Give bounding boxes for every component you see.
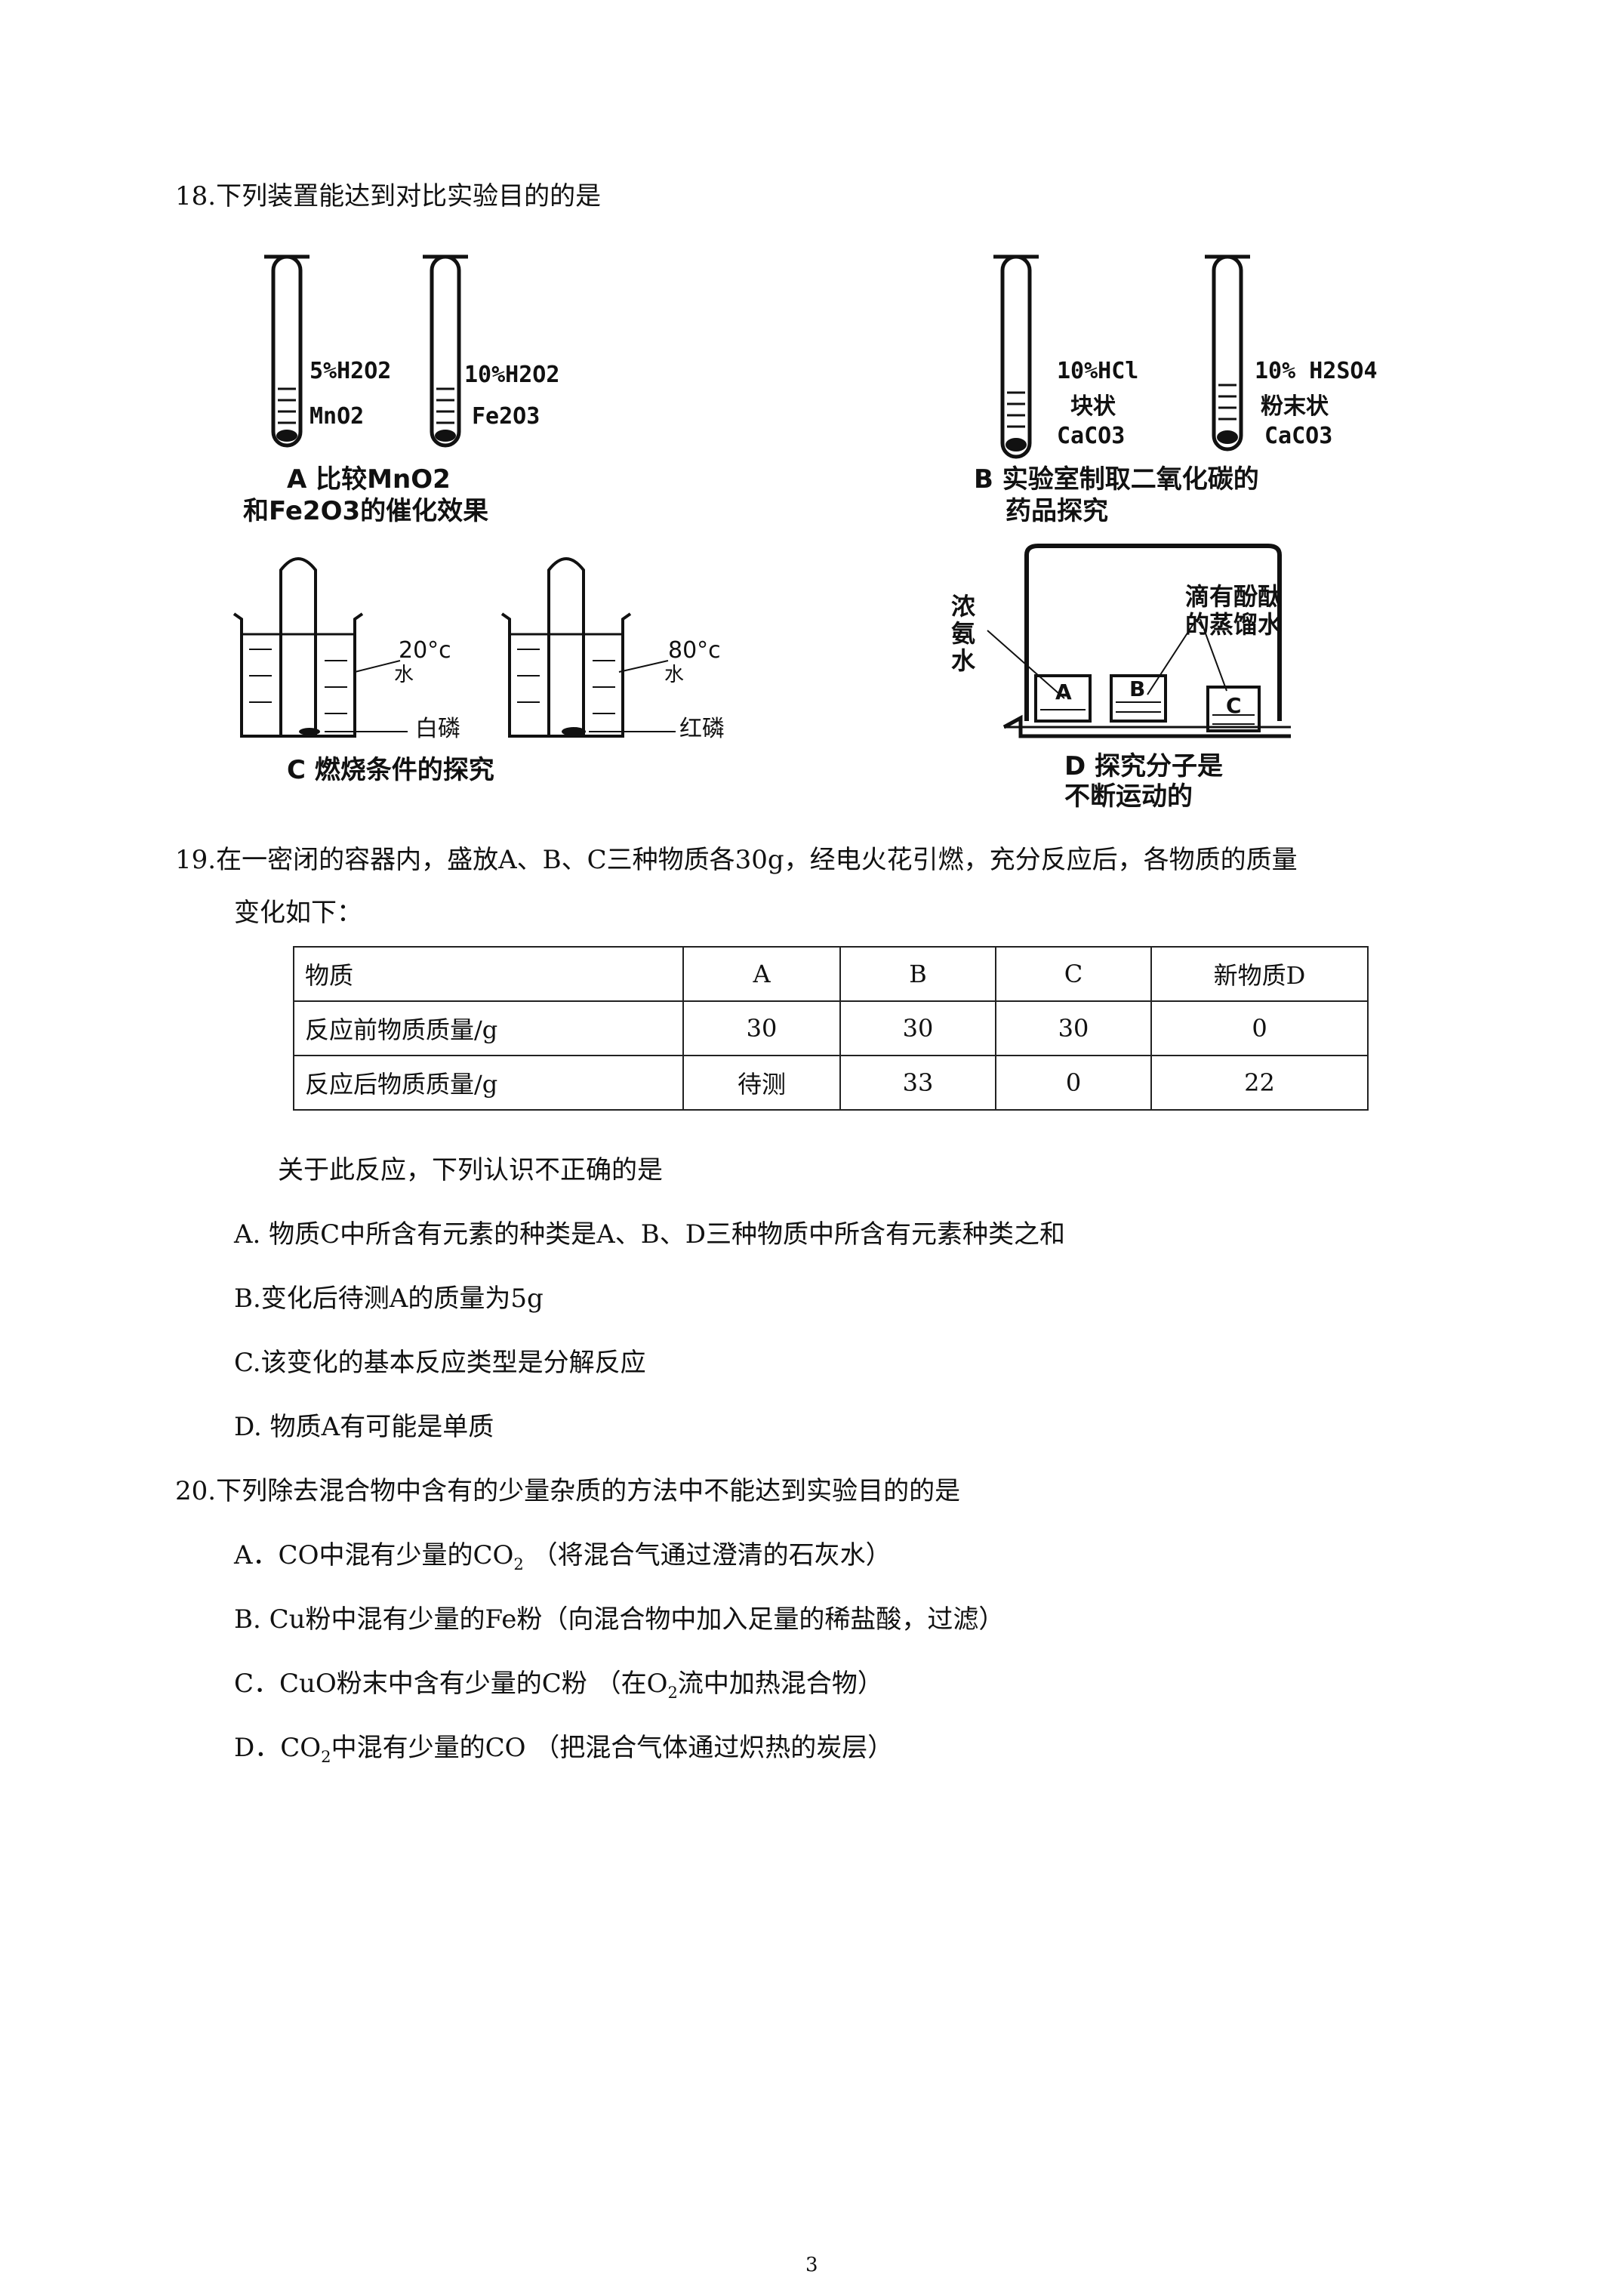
table-header-cell: 新物质D <box>1150 946 1369 1002</box>
table-cell: 0 <box>995 1055 1152 1111</box>
q20-option-c: C．CuO粉末中含有少量的C粉 （在O2流中加热混合物） <box>234 1667 883 1709</box>
figure-b-drawing <box>993 254 1250 459</box>
q20-option-d-text: D．CO <box>234 1733 322 1763</box>
q19-prompt: 关于此反应，下列认识不正确的是 <box>278 1155 663 1185</box>
figure-d-drawing <box>987 544 1291 738</box>
fig-b-tube2-form: 粉末状 <box>1261 393 1329 420</box>
table-row: 反应前物质质量/g 30 30 30 0 <box>293 1000 1369 1056</box>
q19-option-c: C.该变化的基本反应类型是分解反应 <box>234 1348 646 1378</box>
q20-option-a-text: A．CO中混有少量的CO <box>234 1540 514 1570</box>
q19-stem-line1: 19.在一密闭的容器内，盛放A、B、C三种物质各30g，经电火花引燃，充分反应后… <box>175 845 1298 875</box>
fig-a-tube1-solid: MnO2 <box>310 403 365 430</box>
q20-option-c-sub: 2 <box>667 1682 678 1702</box>
q20-option-d-sub: 2 <box>321 1746 331 1766</box>
figure-c: 20°c 水 白磷 80°c 水 红磷 C 燃烧条件的探究 <box>226 547 770 804</box>
fig-b-tube1-form: 块状 <box>1070 393 1116 420</box>
figure-c-drawing <box>233 557 676 738</box>
figure-a-drawing <box>264 254 468 448</box>
table-cell: 22 <box>1150 1055 1369 1111</box>
table-row: 反应后物质质量/g 待测 33 0 22 <box>293 1055 1369 1111</box>
q20-option-d-rest: 中混有少量的CO （把混合气体通过炽热的炭层） <box>331 1733 894 1763</box>
figure-b: 10%HCl 块状 CaCO3 10% H2SO4 粉末状 CaCO3 B 实验… <box>974 245 1427 532</box>
fig-d-left-label-1: 浓 <box>951 592 976 621</box>
fig-c-solid1: 白磷 <box>415 716 460 742</box>
table-header-cell: A <box>682 946 841 1002</box>
table-header-cell: B <box>839 946 996 1002</box>
q19-option-a: A. 物质C中所含有元素的种类是A、B、D三种物质中所含有元素种类之和 <box>234 1219 1065 1250</box>
fig-a-tube2-label: 10%H2O2 <box>464 362 560 388</box>
fig-a-caption-line1: A 比较MnO2 <box>287 464 451 495</box>
page-number: 3 <box>805 2254 818 2276</box>
q20-option-d: D．CO2中混有少量的CO （把混合气体通过炽热的炭层） <box>234 1731 893 1774</box>
table-cell: 30 <box>682 1000 841 1056</box>
q18-stem: 18.下列装置能达到对比实验目的的是 <box>175 181 602 211</box>
q20-option-a-rest: （将混合气通过澄清的石灰水） <box>523 1540 892 1570</box>
q20-option-a-sub: 2 <box>513 1554 524 1573</box>
fig-d-beaker-a: A <box>1055 680 1072 704</box>
fig-b-tube2-solid: CaCO3 <box>1264 423 1333 449</box>
q19-stem-line2: 变化如下： <box>234 898 362 928</box>
table-cell: 30 <box>995 1000 1152 1056</box>
fig-c-temp1: 20°c <box>399 637 451 664</box>
table-cell: 0 <box>1150 1000 1369 1056</box>
mass-table: 物质 A B C 新物质D 反应前物质质量/g 30 30 30 0 反应后物质… <box>293 946 1369 1111</box>
q20-option-c-text: C．CuO粉末中含有少量的C粉 （在O <box>234 1669 668 1699</box>
q20-stem: 20.下列除去混合物中含有的少量杂质的方法中不能达到实验目的的是 <box>175 1476 961 1506</box>
table-cell: 30 <box>839 1000 996 1056</box>
table-cell: 待测 <box>682 1055 841 1111</box>
fig-b-tube1-label: 10%HCl <box>1057 358 1139 384</box>
figure-a: 5%H2O2 MnO2 10%H2O2 Fe2O3 A 比较MnO2 和Fe2O… <box>234 245 596 532</box>
q20-option-c-rest: 流中加热混合物） <box>677 1669 883 1699</box>
fig-c-temp2: 80°c <box>668 637 721 664</box>
fig-d-right-label-1: 滴有酚酞 <box>1185 582 1283 611</box>
fig-d-beaker-b: B <box>1129 676 1146 701</box>
fig-b-tube1-solid: CaCO3 <box>1057 423 1126 449</box>
fig-d-right-label-2: 的蒸馏水 <box>1185 610 1283 639</box>
fig-c-water2: 水 <box>664 664 685 686</box>
table-cell: 反应后物质质量/g <box>293 1055 684 1111</box>
fig-d-left-label-3: 水 <box>951 646 976 675</box>
fig-c-solid2: 红磷 <box>679 716 725 742</box>
table-header-cell: 物质 <box>293 946 684 1002</box>
table-cell: 33 <box>839 1055 996 1111</box>
fig-c-caption: C 燃烧条件的探究 <box>287 755 494 785</box>
table-header-cell: C <box>995 946 1152 1002</box>
table-cell: 反应前物质质量/g <box>293 1000 684 1056</box>
fig-a-tube2-solid: Fe2O3 <box>472 403 540 430</box>
q20-option-a: A．CO中混有少量的CO2 （将混合气通过澄清的石灰水） <box>234 1539 892 1581</box>
fig-d-caption-line2: 不断运动的 <box>1064 781 1193 812</box>
fig-a-tube1-label: 5%H2O2 <box>310 358 392 384</box>
q19-option-b: B.变化后待测A的质量为5g <box>234 1284 544 1314</box>
q19-option-d: D. 物质A有可能是单质 <box>234 1412 494 1442</box>
fig-c-water1: 水 <box>394 664 414 686</box>
figure-d: 浓 氨 水 滴有酚酞 的蒸馏水 A B C D 探究分子是 不断运动的 <box>951 540 1434 819</box>
table-header-row: 物质 A B C 新物质D <box>293 946 1369 1002</box>
fig-d-left-label-2: 氨 <box>951 619 976 648</box>
fig-a-caption-line2: 和Fe2O3的催化效果 <box>243 496 489 526</box>
fig-b-caption-line1: B 实验室制取二氧化碳的 <box>974 464 1259 495</box>
fig-d-beaker-c: C <box>1226 693 1242 718</box>
q20-option-b: B. Cu粉中混有少量的Fe粉（向混合物中加入足量的稀盐酸，过滤） <box>234 1604 1005 1635</box>
fig-b-tube2-label: 10% H2SO4 <box>1255 358 1378 384</box>
fig-d-caption-line1: D 探究分子是 <box>1064 751 1224 781</box>
fig-b-caption-line2: 药品探究 <box>1006 496 1108 526</box>
